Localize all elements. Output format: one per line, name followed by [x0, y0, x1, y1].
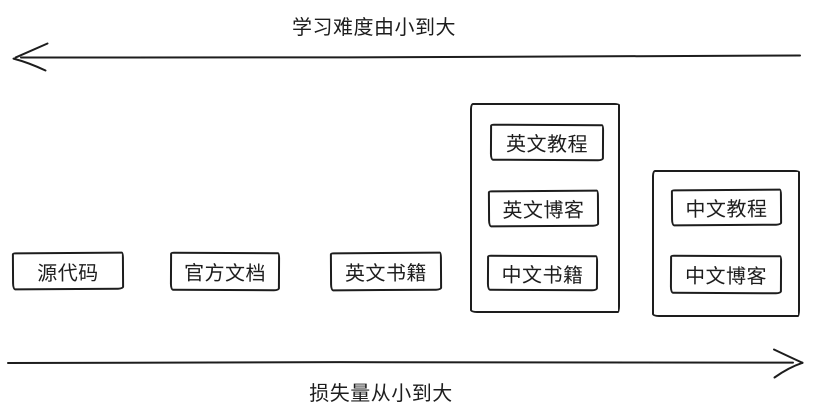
- box-english-tutorial-label: 英文教程: [505, 133, 589, 157]
- box-source-code: 源代码: [11, 251, 125, 291]
- box-source-code-label: 源代码: [37, 262, 99, 285]
- box-english-blog-label: 英文博客: [502, 199, 585, 223]
- box-english-books: 英文书籍: [329, 251, 443, 292]
- group-chinese-resources: 中文教程 中文博客: [652, 170, 800, 317]
- box-english-blog: 英文博客: [487, 189, 600, 228]
- box-chinese-books: 中文书籍: [486, 254, 599, 292]
- group-english-resources: 英文教程 英文博客 中文书籍: [470, 103, 620, 313]
- box-chinese-blog-label: 中文博客: [684, 265, 768, 289]
- difficulty-arrow-left-icon: [12, 42, 801, 72]
- box-english-books-label: 英文书籍: [344, 262, 428, 286]
- loss-axis-label: 损失量从小到大: [309, 383, 453, 405]
- box-chinese-tutorial: 中文教程: [670, 188, 783, 227]
- box-official-docs-label: 官方文档: [183, 262, 267, 286]
- box-chinese-blog: 中文博客: [669, 254, 783, 295]
- box-english-tutorial: 英文教程: [489, 123, 605, 162]
- box-chinese-tutorial-label: 中文教程: [685, 198, 768, 222]
- loss-arrow-right-icon: [7, 348, 804, 379]
- box-official-docs: 官方文档: [169, 251, 281, 292]
- box-chinese-books-label: 中文书籍: [501, 264, 584, 287]
- difficulty-axis-label: 学习难度由小到大: [292, 17, 456, 39]
